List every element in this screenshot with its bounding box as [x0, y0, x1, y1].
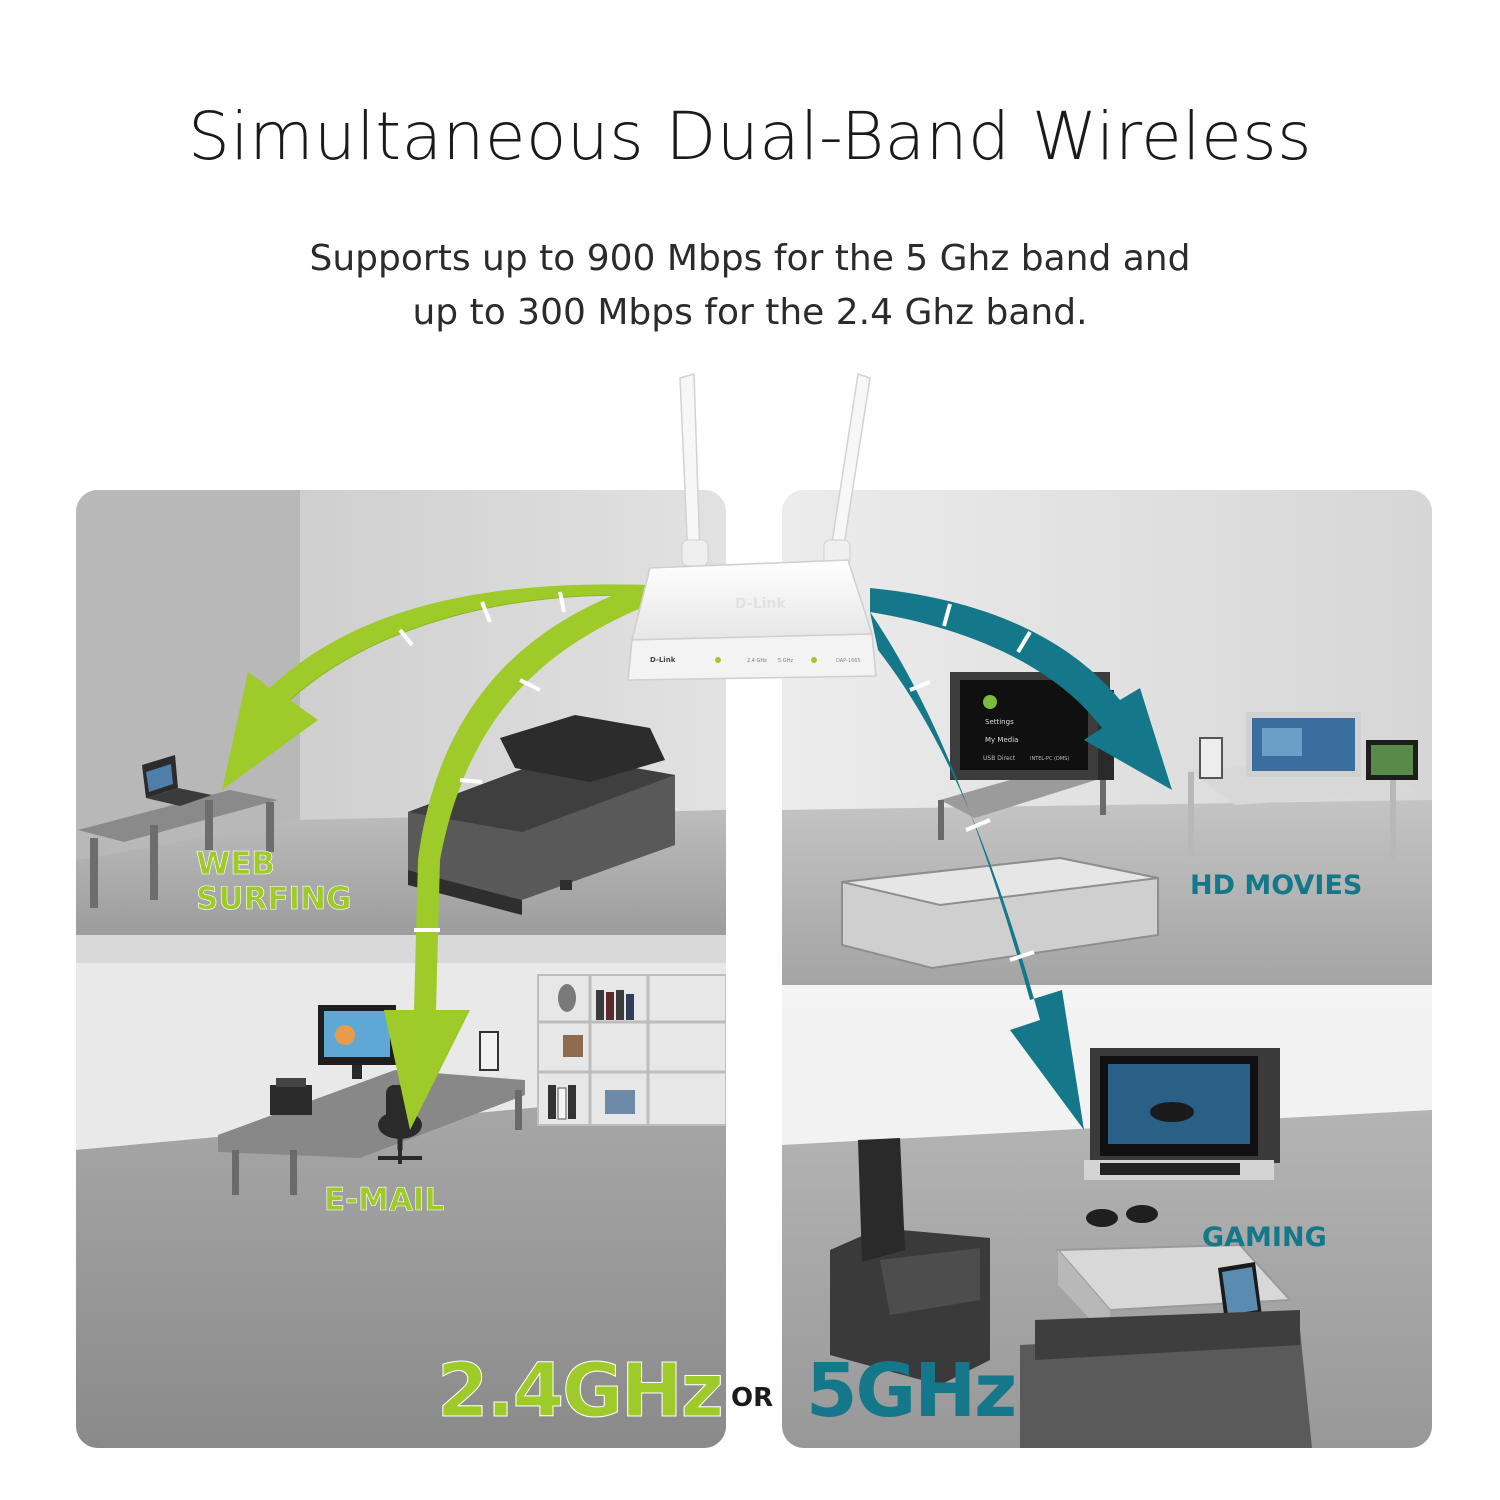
teal-arrow-hd — [870, 588, 1172, 790]
sofa-upper-icon — [841, 856, 1159, 970]
page-title: Simultaneous Dual-Band Wireless — [188, 98, 1312, 175]
tv-menu-my-media: My Media — [985, 736, 1018, 744]
band-or: OR — [731, 1383, 773, 1413]
router-brand-top: D-Link — [735, 596, 786, 612]
monitor-icon — [318, 1005, 396, 1079]
router-led-24: 2.4 GHz — [747, 658, 767, 664]
green-arrow-web — [222, 584, 649, 790]
band-24ghz: 2.4GHz — [437, 1348, 722, 1434]
tv-upper-icon: Settings My Media USB Direct INTEL-PC (D… — [938, 672, 1114, 840]
band-5ghz: 5GHz — [806, 1348, 1015, 1434]
router-model: DAP-1665 — [836, 658, 861, 664]
teal-arrow-gaming — [870, 612, 1084, 1130]
speaker-icon — [479, 1031, 499, 1071]
bed-icon — [408, 715, 675, 915]
right-house-panel: Settings My Media USB Direct INTEL-PC (D… — [782, 490, 1432, 1448]
wps-led-icon — [811, 657, 817, 663]
desk-upper — [78, 790, 278, 908]
green-arrow-email — [384, 585, 660, 1130]
label-gaming: GAMING — [1202, 1222, 1327, 1253]
subtitle-line-2: up to 300 Mbps for the 2.4 Ghz band. — [412, 292, 1088, 333]
tablet-icon — [1218, 1262, 1262, 1322]
label-hd-movies: HD MOVIES — [1190, 870, 1362, 901]
tv-menu-settings: Settings — [985, 718, 1014, 726]
page-subtitle: Supports up to 900 Mbps for the 5 Ghz ba… — [0, 232, 1500, 340]
bookshelf-icon — [537, 974, 726, 1126]
laptop-icon — [142, 755, 212, 806]
power-led-icon — [715, 657, 721, 663]
router-icon: D-Link D-Link 2.4 GHz 5 GHz DAP-1665 — [627, 373, 877, 681]
tv-menu-usb-direct: USB Direct — [983, 755, 1016, 762]
tv-menu-device: INTEL-PC (DMS) — [1030, 756, 1069, 762]
router-led-5: 5 GHz — [778, 658, 793, 664]
office-desk — [218, 1070, 525, 1195]
printer-icon — [270, 1078, 312, 1115]
label-surfing: SURFING — [196, 881, 351, 917]
label-web: WEB — [196, 846, 275, 882]
subtitle-line-1: Supports up to 900 Mbps for the 5 Ghz ba… — [309, 238, 1191, 279]
media-desk — [1188, 712, 1418, 860]
armchair-icon — [830, 1138, 990, 1385]
router-brand-front: D-Link — [650, 656, 676, 664]
sofa-lower-icon — [1020, 1310, 1312, 1448]
label-email: E-MAIL — [324, 1182, 444, 1218]
tv-lower-icon — [1084, 1048, 1280, 1180]
gamepad-icon — [1086, 1205, 1158, 1227]
